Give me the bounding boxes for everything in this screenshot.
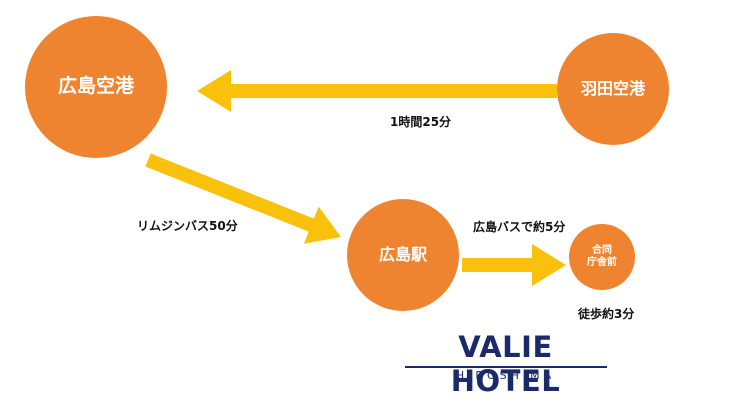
node-godo-chosha-line1: 合同	[592, 244, 612, 256]
edge-label-walk: 徒歩約3分	[578, 307, 635, 321]
hotel-logo-city: HIROSHIMA	[455, 369, 556, 382]
node-hiroshima-station-label: 広島駅	[378, 245, 427, 264]
node-hiroshima-airport-label: 広島空港	[57, 75, 134, 98]
node-haneda-airport-label: 羽田空港	[580, 79, 645, 98]
node-hiroshima-station: 広島駅	[347, 199, 459, 311]
node-hiroshima-airport: 広島空港	[25, 16, 167, 158]
node-godo-chosha-line2: 庁舎前	[587, 257, 617, 268]
arrow-haneda-to-hiroshima-airport	[197, 70, 557, 112]
edge-label-hiroshima-bus: 広島バスで約5分	[473, 220, 566, 234]
arrow-airport-to-station	[145, 153, 341, 244]
hotel-logo-name: VALIE HOTEL	[450, 330, 561, 398]
node-haneda-airport: 羽田空港	[557, 33, 669, 145]
edge-label-limousine-bus: リムジンバス50分	[137, 219, 238, 233]
hotel-logo-rule	[405, 366, 607, 368]
node-godo-chosha: 合同 庁舎前	[569, 224, 635, 290]
edge-label-haneda-flight: 1時間25分	[390, 115, 452, 129]
arrow-station-to-godo	[462, 244, 566, 286]
